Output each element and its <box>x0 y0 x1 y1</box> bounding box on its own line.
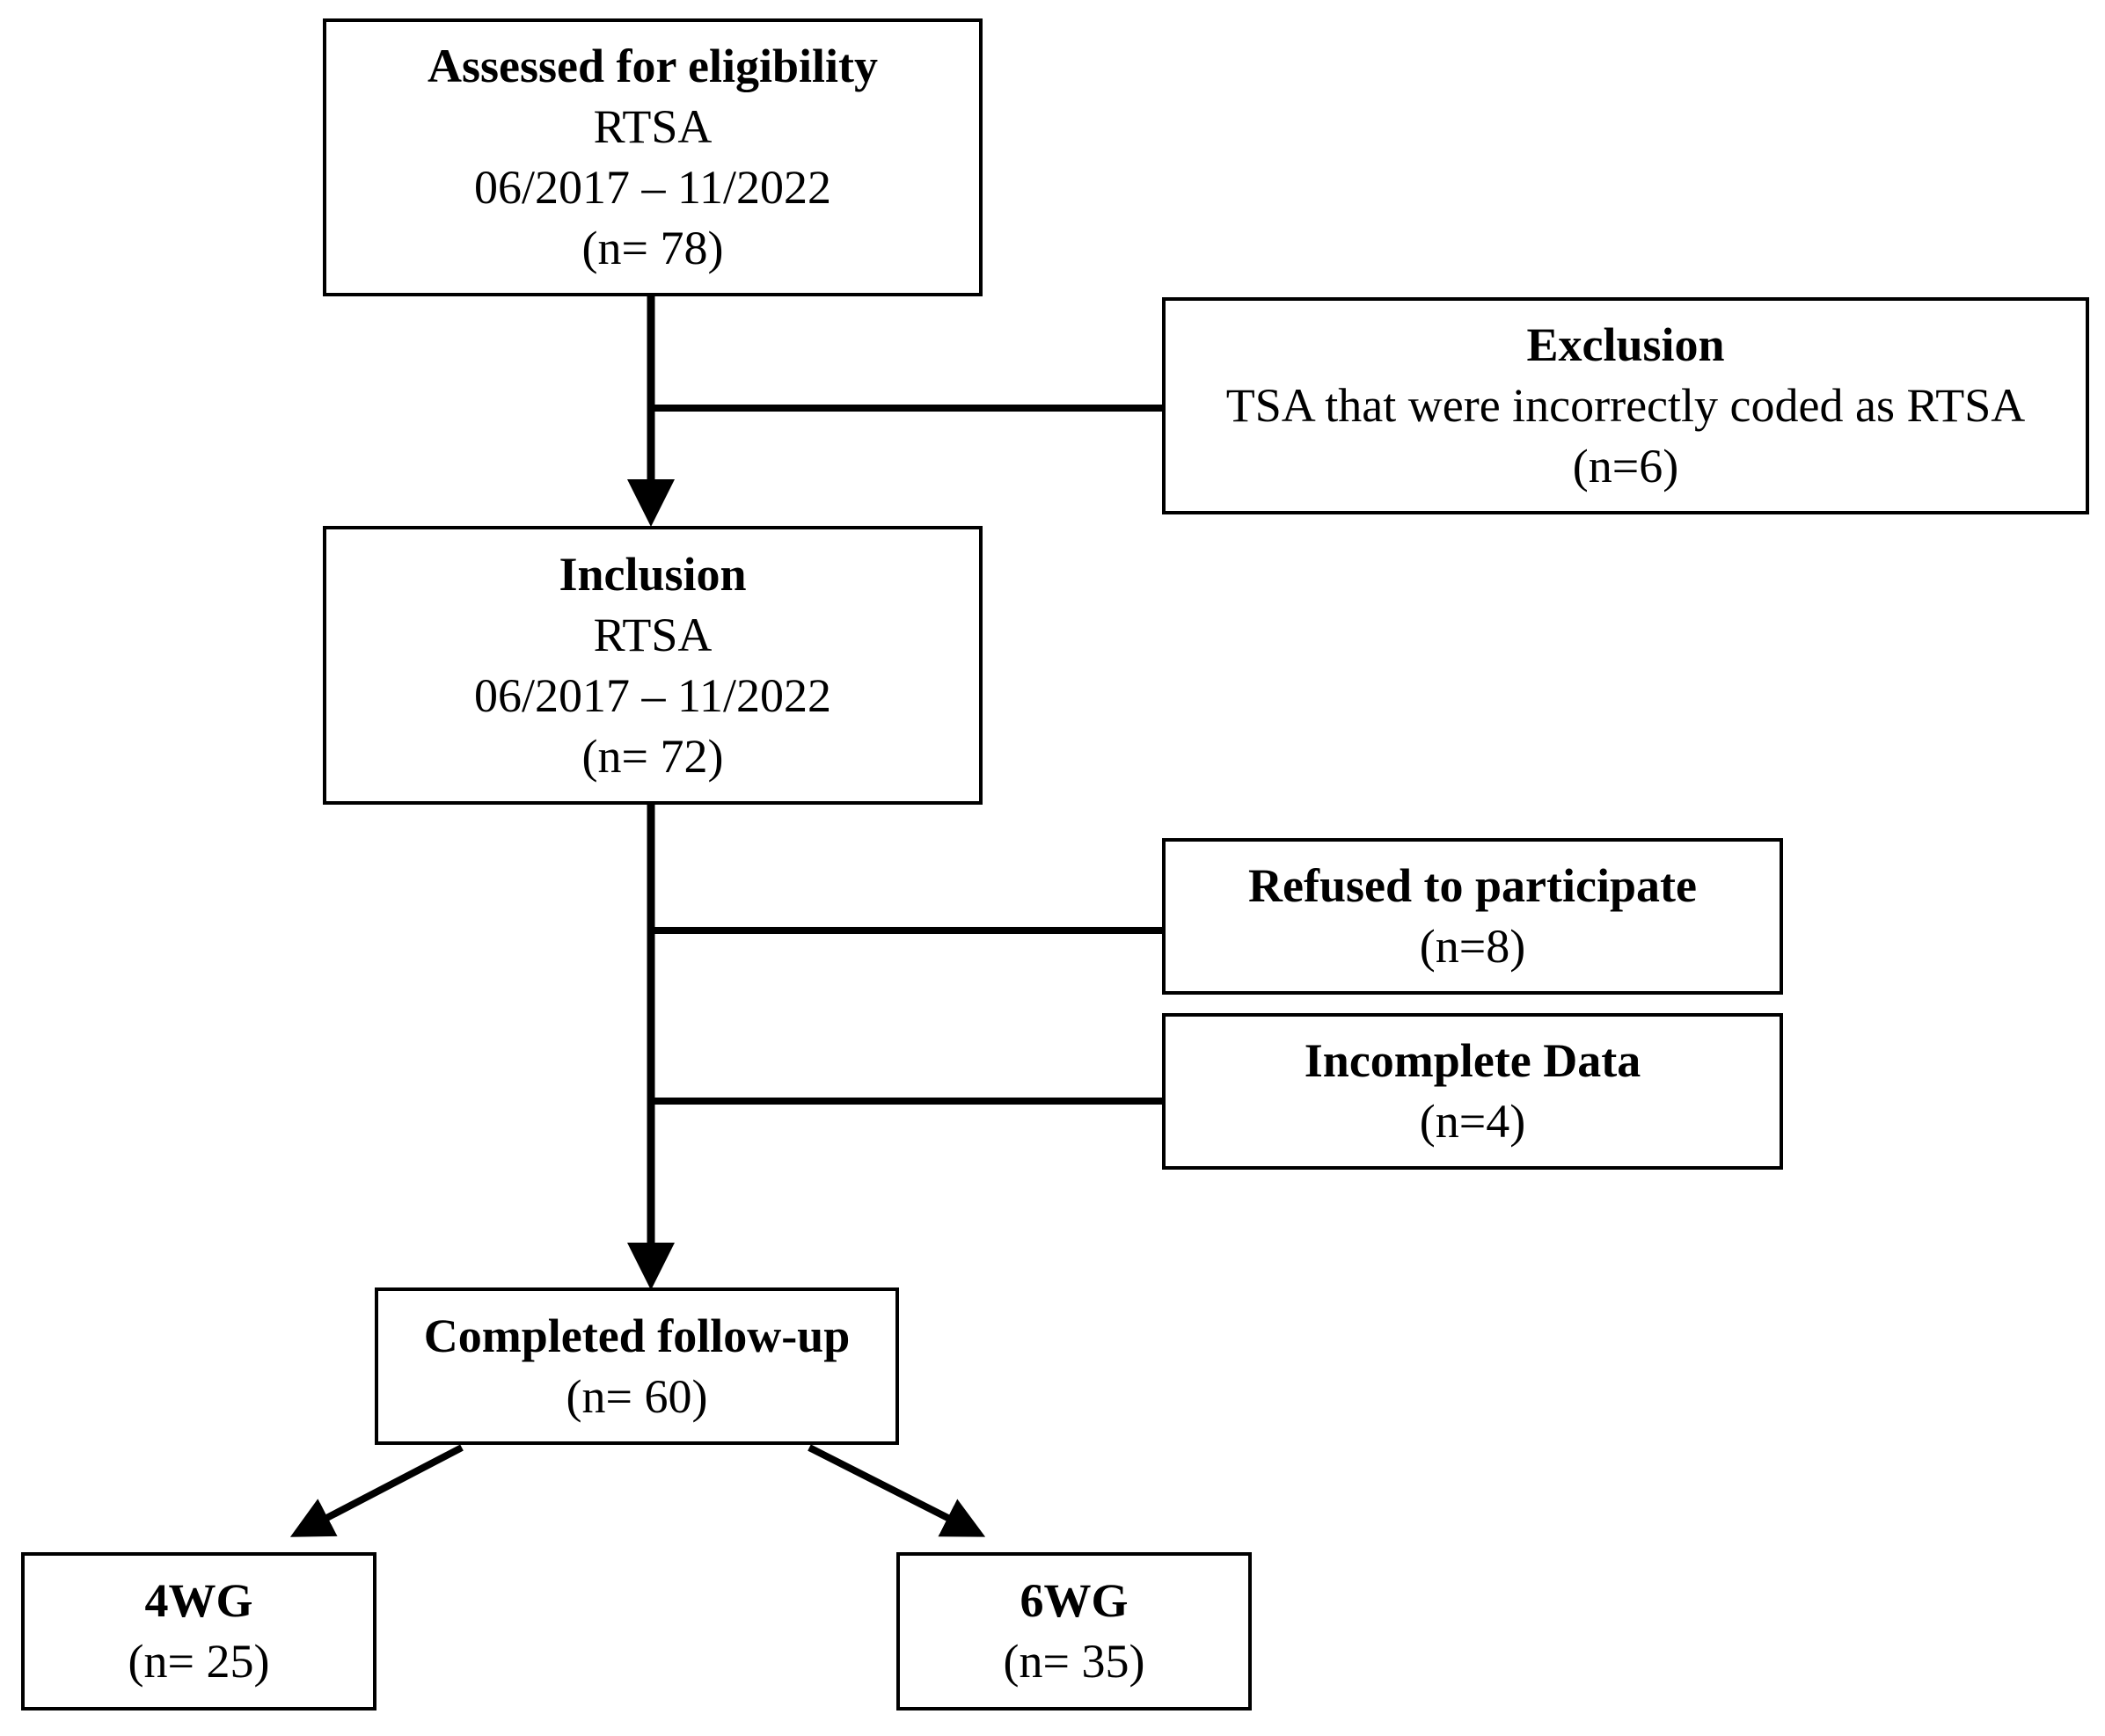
inclusion-box: Inclusion RTSA 06/2017 – 11/2022 (n= 72) <box>323 526 983 805</box>
refused-count: (n=8) <box>1419 920 1526 973</box>
group-6wg-title: 6WG <box>1020 1574 1129 1627</box>
completed-count: (n= 60) <box>566 1369 708 1423</box>
incomplete-data-box: Incomplete Data (n=4) <box>1162 1013 1783 1170</box>
assessed-title: Assessed for eligibility <box>428 40 878 92</box>
inclusion-period: 06/2017 – 11/2022 <box>473 668 831 722</box>
refused-to-participate-box: Refused to participate (n=8) <box>1162 838 1783 995</box>
incomplete-count: (n=4) <box>1419 1095 1526 1148</box>
assessed-for-eligibility-box: Assessed for eligibility RTSA 06/2017 – … <box>323 18 983 296</box>
group-4wg-count: (n= 25) <box>128 1635 270 1688</box>
arrow-to-6wg <box>808 1444 986 1537</box>
assessed-period: 06/2017 – 11/2022 <box>473 161 831 214</box>
group-6wg-count: (n= 35) <box>1003 1635 1145 1688</box>
exclusion-count: (n=6) <box>1572 440 1679 492</box>
completed-title: Completed follow-up <box>423 1309 851 1362</box>
assessed-count: (n= 78) <box>581 222 724 274</box>
inclusion-title: Inclusion <box>559 547 747 601</box>
inclusion-procedure: RTSA <box>593 608 713 661</box>
incomplete-title: Incomplete Data <box>1304 1034 1641 1087</box>
group-4wg-title: 4WG <box>144 1574 253 1627</box>
arrow-to-4wg <box>289 1444 464 1537</box>
exclusion-title: Exclusion <box>1526 318 1725 371</box>
exclusion-box: Exclusion TSA that were incorrectly code… <box>1162 297 2089 514</box>
assessed-procedure: RTSA <box>593 100 713 153</box>
group-6wg-box: 6WG (n= 35) <box>896 1552 1252 1710</box>
refused-title: Refused to participate <box>1248 859 1697 912</box>
inclusion-count: (n= 72) <box>581 729 724 783</box>
exclusion-reason: TSA that were incorrectly coded as RTSA <box>1225 379 2026 432</box>
group-4wg-box: 4WG (n= 25) <box>21 1552 376 1710</box>
completed-follow-up-box: Completed follow-up (n= 60) <box>375 1287 899 1445</box>
